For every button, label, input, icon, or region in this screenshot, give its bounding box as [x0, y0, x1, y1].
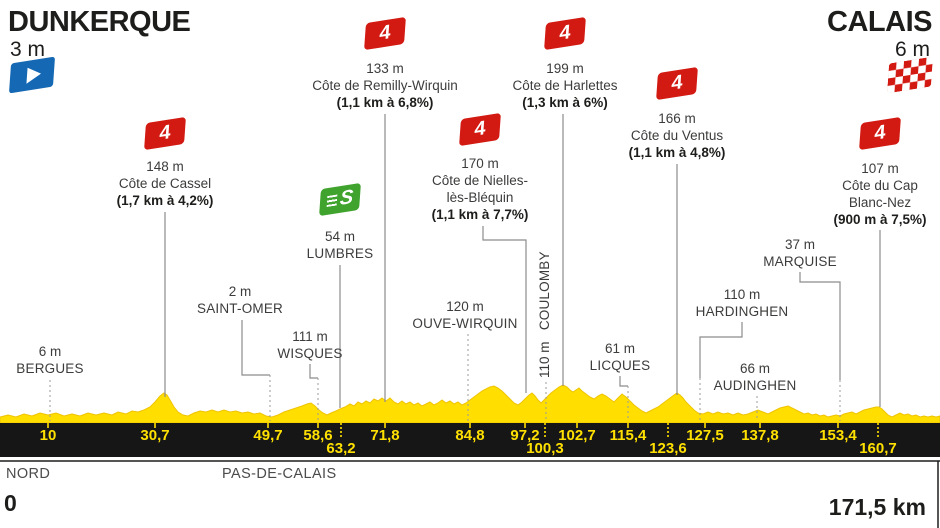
- category-number: 4: [378, 21, 392, 45]
- km-label: 115,4: [609, 427, 647, 444]
- climb-name-line2: Blanc-Nez: [848, 195, 912, 210]
- region-label-pas-de-calais: PAS-DE-CALAIS: [222, 466, 337, 482]
- km-label: 127,5: [686, 427, 724, 444]
- km-label: 49,7: [253, 427, 283, 444]
- town-elevation: 111 m: [292, 329, 328, 344]
- climb-label-ventus: 166 m Côte du Ventus (1,1 km à 4,8%): [629, 110, 726, 161]
- climb-name: Côte de Nielles-: [431, 173, 529, 188]
- climb-name: Côte du Ventus: [630, 128, 724, 143]
- town-elevation: 110 m: [537, 341, 552, 378]
- km-label: 84,8: [455, 427, 485, 444]
- km-label: 10: [39, 427, 57, 444]
- km-label: 58,6: [303, 427, 333, 444]
- climb-gradient: (900 m à 7,5%): [833, 212, 927, 227]
- town-elevation: 66 m: [739, 361, 770, 376]
- town-label-licques: 61 m LICQUES: [590, 340, 651, 374]
- km-label: 30,7: [140, 427, 170, 444]
- climb-gradient: (1,7 km à 4,2%): [116, 193, 214, 208]
- km-label: 160,7: [859, 440, 897, 457]
- start-city-label: DUNKERQUE: [8, 6, 191, 38]
- km-start-label: 0: [4, 490, 17, 516]
- town-label-marquise: 37 m MARQUISE: [763, 236, 837, 270]
- km-label: 97,2: [510, 427, 540, 444]
- town-label-saint-omer: 2 m SAINT-OMER: [197, 283, 283, 317]
- town-elevation: 110 m: [723, 287, 761, 302]
- km-total-label: 171,5 km: [828, 494, 926, 520]
- town-label-audinghen: 66 m AUDINGHEN: [714, 360, 797, 394]
- climb-name: Côte du Cap: [842, 178, 918, 193]
- km-tick-marks: [47, 423, 879, 439]
- climb-elevation: 166 m: [658, 111, 696, 126]
- town-label-wisques: 111 m WISQUES: [277, 328, 342, 362]
- category-number: 4: [473, 117, 487, 141]
- town-name: HARDINGHEN: [695, 304, 789, 319]
- category-number: 4: [873, 121, 887, 145]
- climb-name: Côte de Harlettes: [512, 78, 618, 93]
- town-label-bergues: 6 m BERGUES: [16, 343, 83, 377]
- town-name: BERGUES: [16, 361, 84, 376]
- town-label-hardinghen: 110 m HARDINGHEN: [696, 286, 789, 320]
- climb-label-nielles-les-blequin: 170 m Côte de Nielles- lès-Bléquin (1,1 …: [432, 155, 529, 223]
- km-strip: [0, 423, 940, 457]
- town-label-ouve-wirquin: 120 m OUVE-WIRQUIN: [412, 298, 517, 332]
- climb-label-cassel: 148 m Côte de Cassel (1,7 km à 4,2%): [117, 158, 214, 209]
- sprint-town-name: LUMBRES: [306, 246, 374, 261]
- sprint-symbol: S: [339, 185, 354, 211]
- climb-name-line2: lès-Bléquin: [446, 190, 514, 205]
- checkered-pattern: [887, 56, 933, 94]
- town-elevation: 2 m: [228, 284, 252, 299]
- climb-label-harlettes: 199 m Côte de Harlettes (1,3 km à 6%): [512, 60, 617, 111]
- elevation-area: [0, 384, 940, 424]
- climb-label-cap-blanc-nez: 107 m Côte du Cap Blanc-Nez (900 m à 7,5…: [833, 160, 926, 228]
- footer-rules: [0, 460, 940, 528]
- category-number: 4: [158, 121, 172, 145]
- town-name: SAINT-OMER: [196, 301, 284, 316]
- climb-elevation: 107 m: [861, 161, 899, 176]
- climb-elevation: 170 m: [461, 156, 499, 171]
- play-triangle-icon: [26, 65, 42, 84]
- climb-gradient: (1,1 km à 6,8%): [336, 95, 434, 110]
- finish-elevation-label: 6 m: [894, 38, 930, 61]
- climb-gradient: (1,1 km à 4,8%): [628, 145, 726, 160]
- sprint-label-lumbres: 54 m LUMBRES: [307, 228, 374, 262]
- category-number: 4: [670, 71, 684, 95]
- km-label: 63,2: [326, 440, 356, 457]
- town-elevation: 61 m: [604, 341, 636, 356]
- finish-checkered-flag-icon: [887, 56, 933, 94]
- town-connector-lines: [49, 334, 841, 421]
- climb-gradient: (1,3 km à 6%): [522, 95, 608, 110]
- finish-city-label: CALAIS: [827, 6, 932, 38]
- km-label: 71,8: [370, 427, 400, 444]
- town-name: LICQUES: [589, 358, 651, 373]
- town-elevation: 37 m: [784, 237, 816, 252]
- region-label-nord: NORD: [6, 466, 51, 482]
- climb-label-remilly-wirquin: 133 m Côte de Remilly-Wirquin (1,1 km à …: [312, 60, 458, 111]
- climb-elevation: 148 m: [146, 159, 184, 174]
- town-label-coulomby: 110 m COULOMBY: [537, 251, 552, 378]
- climb-name: Côte de Remilly-Wirquin: [312, 78, 458, 93]
- town-elevation: 6 m: [38, 344, 62, 359]
- km-label: 102,7: [558, 427, 596, 444]
- climb-elevation: 133 m: [366, 61, 404, 76]
- km-label: 100,3: [526, 440, 564, 457]
- town-elevation: 120 m: [446, 299, 484, 314]
- town-name: COULOMBY: [537, 251, 552, 331]
- category-number: 4: [558, 21, 572, 45]
- town-name: OUVE-WIRQUIN: [412, 316, 518, 331]
- climb-connector-lines: [164, 114, 881, 408]
- speed-lines-icon: [326, 194, 338, 208]
- town-name: MARQUISE: [763, 254, 837, 269]
- town-name: WISQUES: [277, 346, 343, 361]
- km-label: 123,6: [649, 440, 687, 457]
- town-name: AUDINGHEN: [713, 378, 797, 393]
- km-label: 137,8: [741, 427, 779, 444]
- sprint-elevation: 54 m: [324, 229, 356, 244]
- climb-elevation: 199 m: [546, 61, 584, 76]
- km-label: 153,4: [819, 427, 857, 444]
- climb-name: Côte de Cassel: [118, 176, 212, 191]
- climb-gradient: (1,1 km à 7,7%): [431, 207, 529, 222]
- start-elevation-label: 3 m: [10, 38, 46, 61]
